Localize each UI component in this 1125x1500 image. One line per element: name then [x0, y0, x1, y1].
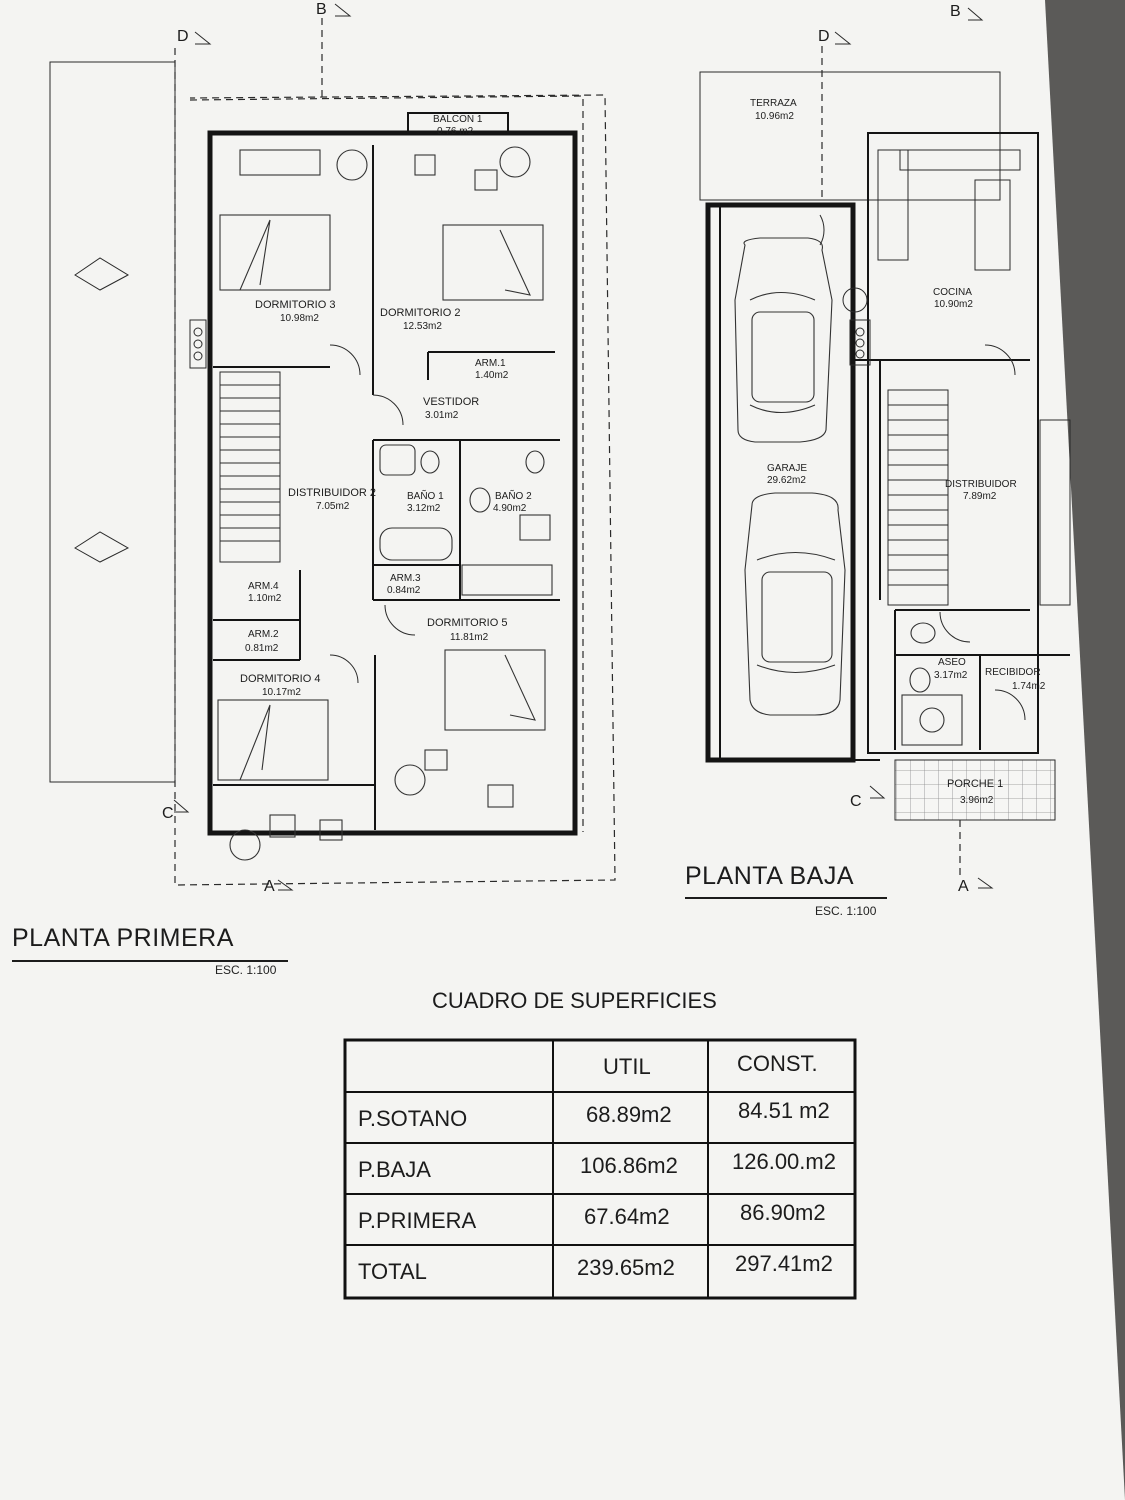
room-area-terraza: 10.96m2	[755, 111, 794, 122]
room-area-dormitorio-3: 10.98m2	[280, 313, 319, 324]
room-label-dormitorio-3: DORMITORIO 3	[255, 299, 335, 311]
room-area-arm-3: 0.84m2	[387, 585, 421, 596]
section-mark-b: B	[316, 1, 327, 18]
room-label-distribuidor-2: DISTRIBUIDOR 2	[288, 487, 376, 499]
planta-baja-drawing: TERRAZA 10.96m2 COCINA 10.90m2 GARAJE 29…	[685, 3, 1071, 918]
planta-primera-title: PLANTA PRIMERA	[12, 924, 234, 952]
table-cell-total-util: 239.65m2	[577, 1255, 675, 1280]
room-label-arm-4: ARM.4	[248, 581, 279, 592]
table-cell-sotano-const: 84.51 m2	[738, 1098, 830, 1123]
table-row-label-total: TOTAL	[358, 1259, 427, 1284]
room-label-dormitorio-2: DORMITORIO 2	[380, 307, 460, 319]
section-mark-c: C	[162, 805, 174, 822]
room-area-dormitorio-4: 10.17m2	[262, 687, 301, 698]
room-area-arm-2: 0.81m2	[245, 643, 279, 654]
car-bottom	[744, 492, 846, 716]
room-label-porche-1: PORCHE 1	[947, 778, 1003, 790]
section-mark-d: D	[177, 28, 189, 45]
planta-primera-scale: ESC. 1:100	[215, 963, 277, 977]
room-area-dormitorio-5: 11.81m2	[450, 632, 489, 643]
table-cell-baja-util: 106.86m2	[580, 1153, 678, 1178]
room-area-arm-4: 1.10m2	[248, 593, 282, 604]
room-area-aseo: 3.17m2	[934, 670, 968, 681]
section-mark-d-baja: D	[818, 28, 830, 45]
table-row-label-sotano: P.SOTANO	[358, 1106, 467, 1131]
room-label-balcon-1: BALCON 1	[433, 114, 483, 125]
room-label-garaje: GARAJE	[767, 463, 807, 474]
table-header-const: CONST.	[737, 1051, 818, 1076]
section-mark-c-baja: C	[850, 793, 862, 810]
room-label-dormitorio-4: DORMITORIO 4	[240, 673, 320, 685]
room-area-distribuidor: 7.89m2	[963, 491, 997, 502]
room-label-vestidor: VESTIDOR	[423, 396, 479, 408]
room-label-recibidor: RECIBIDOR	[985, 667, 1041, 678]
room-area-balcon-1: 0.76 m2	[437, 126, 474, 137]
room-area-bano-2: 4.90m2	[493, 503, 527, 514]
room-area-recibidor: 1.74m2	[1012, 681, 1046, 692]
section-mark-a-baja: A	[958, 878, 969, 895]
room-label-bano-1: BAÑO 1	[407, 489, 444, 502]
room-area-cocina: 10.90m2	[934, 299, 973, 310]
room-area-porche-1: 3.96m2	[960, 795, 994, 806]
room-area-vestidor: 3.01m2	[425, 410, 459, 421]
room-label-aseo: ASEO	[938, 657, 966, 668]
section-mark-a: A	[264, 878, 275, 895]
room-label-terraza: TERRAZA	[750, 98, 797, 109]
planta-primera-drawing: BALCON 1 0.76 m2 DORMITORIO 3 10.98m2 DO…	[12, 1, 616, 977]
table-cell-primera-util: 67.64m2	[584, 1204, 670, 1229]
surface-table: CUADRO DE SUPERFICIES UTIL CONST. P.SOTA…	[343, 988, 857, 1300]
planta-baja-scale: ESC. 1:100	[815, 904, 877, 918]
planta-baja-title: PLANTA BAJA	[685, 862, 854, 890]
table-header-util: UTIL	[603, 1054, 651, 1079]
room-label-cocina: COCINA	[933, 287, 972, 298]
table-cell-total-const: 297.41m2	[735, 1251, 833, 1276]
table-cell-primera-const: 86.90m2	[740, 1200, 826, 1225]
room-label-arm-3: ARM.3	[390, 573, 421, 584]
table-row-label-baja: P.BAJA	[358, 1157, 431, 1182]
car-top	[734, 237, 833, 443]
room-area-dormitorio-2: 12.53m2	[403, 321, 442, 332]
room-area-bano-1: 3.12m2	[407, 503, 441, 514]
room-label-bano-2: BAÑO 2	[495, 489, 532, 502]
section-mark-b-baja: B	[950, 3, 961, 20]
table-cell-sotano-util: 68.89m2	[586, 1102, 672, 1127]
room-area-arm-1: 1.40m2	[475, 370, 509, 381]
room-label-distribuidor: DISTRIBUIDOR	[945, 479, 1017, 490]
room-label-arm-1: ARM.1	[475, 358, 506, 369]
table-title: CUADRO DE SUPERFICIES	[432, 988, 717, 1013]
room-label-arm-2: ARM.2	[248, 629, 279, 640]
table-cell-baja-const: 126.00.m2	[732, 1149, 836, 1174]
room-area-distribuidor-2: 7.05m2	[316, 501, 350, 512]
table-row-label-primera: P.PRIMERA	[358, 1208, 477, 1233]
room-area-garaje: 29.62m2	[767, 475, 806, 486]
room-label-dormitorio-5: DORMITORIO 5	[427, 617, 507, 629]
